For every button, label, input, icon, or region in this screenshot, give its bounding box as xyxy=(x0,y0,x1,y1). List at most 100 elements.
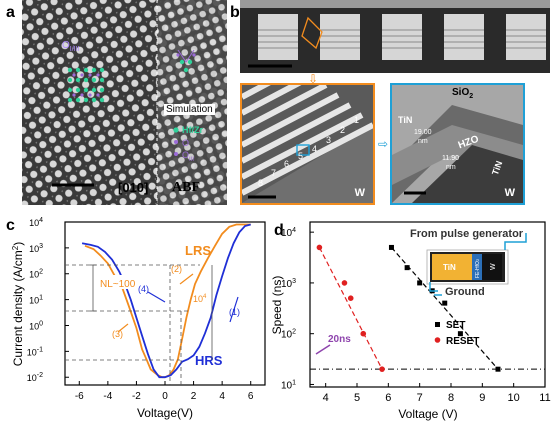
panel-b-detail-arrow-icon: ⇨ xyxy=(378,137,389,151)
panel-c-y-tick-label: 101 xyxy=(29,295,43,306)
panel-c-ylabel: Current density (A/cm2) xyxy=(11,242,25,367)
panel-d-x-tick-label: 10 xyxy=(508,392,520,404)
panel-b-cross-section-image xyxy=(240,0,550,73)
panel-c-seg1-label: (1) xyxy=(229,307,240,317)
panel-c-x-tick-label: -6 xyxy=(75,391,84,402)
panel-d-set-point xyxy=(417,280,423,286)
panel-c-hrs-label: HRS xyxy=(195,353,223,368)
panel-c-series-line-0 xyxy=(84,223,251,379)
panel-c-label: c xyxy=(6,217,15,234)
panel-c-nl-box xyxy=(98,275,133,289)
panel-c-x-tick-label: 4 xyxy=(219,391,225,402)
panel-a-o-label: O xyxy=(182,138,190,148)
panel-c-x-tick-label: 2 xyxy=(191,391,197,402)
panel-a-abf-label: ABF xyxy=(172,180,200,195)
panel-d-y-tick-label: 104 xyxy=(281,227,296,239)
panel-d-reset-point xyxy=(347,295,354,302)
panel-c-series-line-1 xyxy=(81,223,251,379)
inset-fe-label: FE-HfO2 xyxy=(475,258,481,278)
inset-tin-label: TiN xyxy=(443,263,456,272)
panel-c-seg3-label: (3) xyxy=(112,329,123,339)
panel-c-lrs-label: LRS xyxy=(185,243,211,258)
panel-d-set-point xyxy=(404,265,410,271)
panel-d-set-point xyxy=(457,331,463,337)
panel-c-y-tick-label: 104 xyxy=(29,217,43,228)
panel-d-reset-point xyxy=(379,366,385,372)
panel-d-device-inset xyxy=(426,233,527,296)
panel-b-w-label: W xyxy=(354,187,365,199)
panel-c-seg4-label: (4) xyxy=(138,284,149,294)
panel-d-x-tick-label: 11 xyxy=(539,392,550,404)
panel-c-y-tick-label: 10-2 xyxy=(27,372,43,383)
panel-d-set-point xyxy=(442,300,448,306)
detail-sio2-label: SiO2 xyxy=(452,87,474,100)
panel-d-x-tick-label: 7 xyxy=(417,392,423,404)
panel-d-fit-line-1 xyxy=(318,247,383,370)
panel-a-hf-zr-label: Hf/Zr xyxy=(182,125,203,135)
stack-number: 4 xyxy=(311,144,317,154)
inset-w-label: W xyxy=(490,263,497,270)
panel-b-label: b xyxy=(230,4,240,21)
panel-c-y-tick-label: 103 xyxy=(29,243,43,254)
stack-number: 3 xyxy=(325,135,331,145)
panel-c-x-tick-label: -4 xyxy=(103,391,112,402)
legend-reset-label: RESET xyxy=(446,336,479,347)
stack-number: 6 xyxy=(283,159,289,169)
panel-d-label: d xyxy=(274,222,284,239)
detail-thickness2-unit: nm xyxy=(446,164,456,171)
panel-c-x-tick-label: 0 xyxy=(162,391,168,402)
panel-c-y-tick-label: 100 xyxy=(29,320,43,331)
panel-d-set-point xyxy=(495,366,501,372)
panel-d-reset-point xyxy=(316,244,323,251)
panel-b-zoom-arrow-icon: ⇩ xyxy=(308,72,319,86)
panel-c-y-tick-label: 102 xyxy=(29,269,43,280)
detail-thickness2: 11.90 xyxy=(442,155,459,162)
panel-a-label: a xyxy=(6,4,15,21)
detail-thickness1-unit: nm xyxy=(418,138,428,145)
panel-d-speed-chart: 4 5 6 7 8 9 10 11 101 102 103 104 Voltage (V) Speed… xyxy=(270,221,551,421)
panel-a-haadf-image: OI/III Simulation Hf/Zr O OIII [010] ABF xyxy=(22,0,227,205)
panel-d-x-tick-label: 6 xyxy=(385,392,391,404)
panel-d-pulse-label: From pulse generator xyxy=(410,228,524,240)
panel-c-y-tick-label: 10-1 xyxy=(27,346,43,357)
legend-set-marker xyxy=(435,322,440,327)
panel-d-ylabel: Speed (ns) xyxy=(270,276,284,335)
stack-number: 7 xyxy=(270,168,276,178)
legend-set-label: SET xyxy=(446,320,465,331)
panel-a-simulation-label: Simulation xyxy=(164,104,215,115)
panel-d-reset-point xyxy=(341,280,348,286)
panel-d-reset-point xyxy=(360,330,367,337)
panel-d-20ns-arrow xyxy=(315,344,331,355)
panel-c-seg2-label: (2) xyxy=(171,264,182,274)
legend-reset-marker xyxy=(434,337,441,343)
stack-number: 2 xyxy=(339,125,345,135)
stack-number: 8 xyxy=(257,178,263,188)
panel-a-oiii-label: OIII xyxy=(182,150,195,163)
panel-d-y-tick-label: 102 xyxy=(281,329,296,341)
stack-number: 1 xyxy=(353,115,359,125)
panel-d-ground-label: Ground xyxy=(445,286,485,298)
panel-c-ratio-label: 104 xyxy=(193,294,207,304)
panel-d-x-tick-label: 8 xyxy=(448,392,454,404)
detail-w-label: W xyxy=(504,187,515,199)
panel-d-x-tick-label: 5 xyxy=(354,392,360,404)
panel-d-y-tick-label: 101 xyxy=(281,379,296,391)
panel-d-plot-frame xyxy=(309,221,546,388)
panel-b-stack-image: 1 2 3 4 5 6 7 8 W xyxy=(240,83,375,205)
panel-c-nl-label: NL~100 xyxy=(100,279,136,290)
detail-tin-top-label: TiN xyxy=(398,115,413,125)
panel-c-xlabel: Voltage(V) xyxy=(137,406,193,420)
panel-d-20ns-label: 20ns xyxy=(328,334,351,345)
panel-b-detail-image: SiO2 TiN 19.00 nm HZO 11.90 nm TiN W xyxy=(390,83,525,205)
panel-a-zone-axis: [010] xyxy=(118,180,149,195)
panel-d-y-tick-label: 103 xyxy=(281,278,296,290)
stack-number: 5 xyxy=(297,151,303,161)
panel-a-atom-label: OI/III xyxy=(62,40,80,53)
panel-d-x-tick-label: 4 xyxy=(323,392,329,404)
panel-d-set-point xyxy=(388,244,394,250)
detail-thickness1: 19.00 xyxy=(414,129,432,136)
panel-d-x-tick-label: 9 xyxy=(479,392,485,404)
panel-d-xlabel: Voltage (V) xyxy=(398,407,457,421)
panel-c-x-tick-label: -2 xyxy=(132,391,141,402)
